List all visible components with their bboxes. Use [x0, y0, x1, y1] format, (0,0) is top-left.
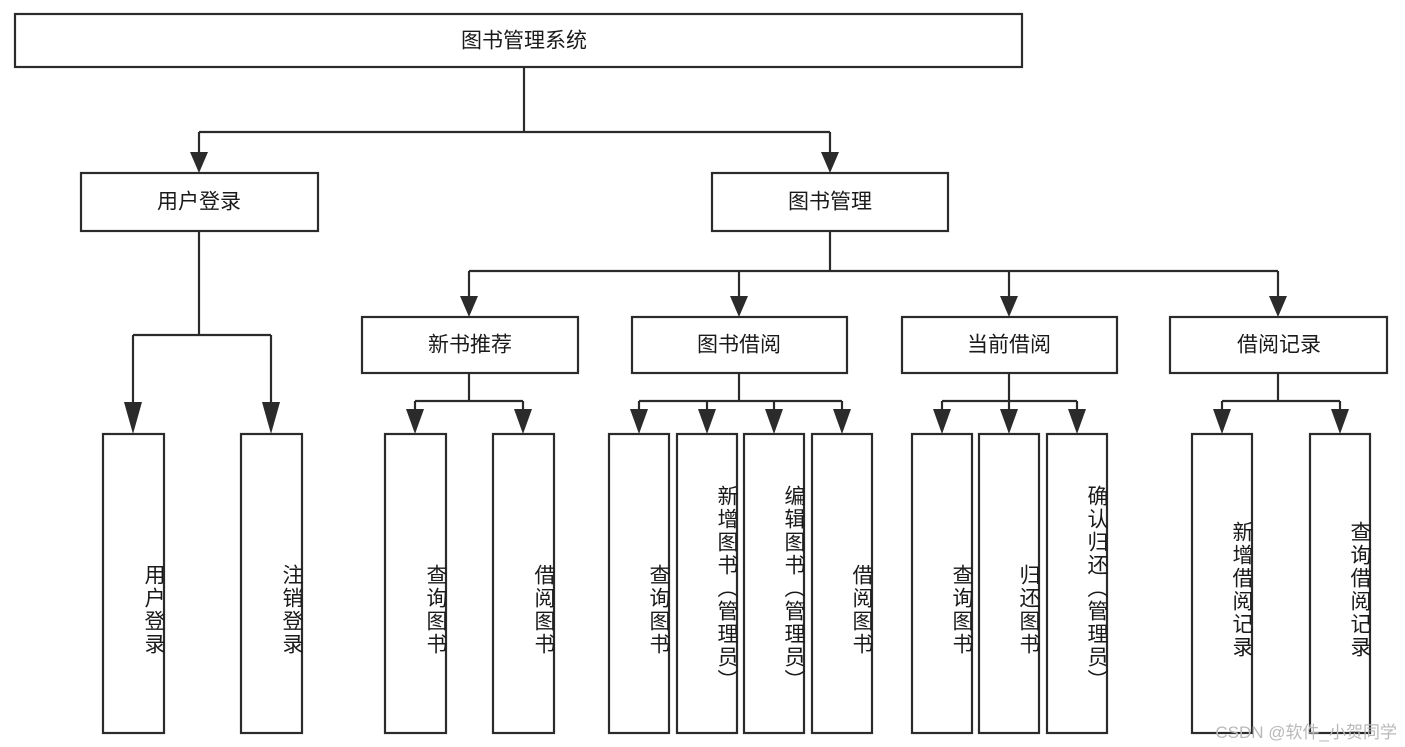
- leaf-box-query-record[interactable]: [1308, 432, 1372, 735]
- leaf-box-add-book[interactable]: [675, 432, 739, 735]
- node-book-management-label: 图书管理: [788, 191, 872, 214]
- node-root[interactable]: 图书管理系统: [13, 12, 1024, 69]
- leaf-box-confirm-return[interactable]: [1045, 432, 1109, 735]
- arrowhead-leaf-edit-book: [765, 409, 783, 434]
- node-book-borrow-box[interactable]: [630, 315, 849, 375]
- leaf-box-add-record[interactable]: [1190, 432, 1254, 735]
- node-book-management[interactable]: 图书管理: [710, 171, 950, 233]
- node-root-label: 图书管理系统: [461, 30, 587, 53]
- leaf-box-borrow-book-2[interactable]: [810, 432, 874, 735]
- leaf-box-borrow-book-1[interactable]: [491, 432, 556, 735]
- arrowhead-record: [1269, 296, 1287, 317]
- leaf-box-edit-book[interactable]: [742, 432, 806, 735]
- arrowhead-user-login: [190, 152, 208, 173]
- node-current-borrow-label: 当前借阅: [967, 334, 1051, 357]
- leaf-box-logout[interactable]: [239, 432, 304, 735]
- node-book-borrow-label: 图书借阅: [697, 334, 781, 357]
- arrowhead-newbook: [460, 296, 478, 317]
- watermark-text: CSDN @软件_小贺同学: [1215, 723, 1397, 742]
- arrowhead-leaf-logout: [262, 402, 280, 434]
- node-book-management-box[interactable]: [710, 171, 950, 233]
- arrowhead-leaf-add-book: [698, 409, 716, 434]
- arrowhead-leaf-user-login: [124, 402, 142, 434]
- arrowhead-leaf-borrow-book-2: [833, 409, 851, 434]
- leaf-box-query-book-1[interactable]: [383, 432, 448, 735]
- connectors-userlogin-to-leaves: [124, 231, 280, 434]
- arrowhead-borrow: [730, 296, 748, 317]
- arrowhead-current: [1000, 296, 1018, 317]
- leaf-box-return-book[interactable]: [977, 432, 1041, 735]
- node-current-borrow[interactable]: 当前借阅: [900, 315, 1119, 375]
- node-user-login[interactable]: 用户登录: [79, 171, 320, 233]
- leaf-box-user-login[interactable]: [101, 432, 166, 735]
- node-new-book-recommend[interactable]: 新书推荐: [360, 315, 580, 375]
- leaf-boxes: [101, 432, 1372, 735]
- arrowhead-leaf-query-record: [1331, 409, 1349, 434]
- connectors-current-to-leaves: [933, 373, 1086, 434]
- node-root-box[interactable]: [13, 12, 1024, 69]
- connectors-newbook-to-leaves: [406, 373, 532, 434]
- node-book-borrow[interactable]: 图书借阅: [630, 315, 849, 375]
- arrowhead-leaf-add-record: [1213, 409, 1231, 434]
- node-new-book-recommend-box[interactable]: [360, 315, 580, 375]
- node-current-borrow-box[interactable]: [900, 315, 1119, 375]
- arrowhead-leaf-confirm-return: [1068, 409, 1086, 434]
- connectors-borrow-to-leaves: [630, 373, 851, 434]
- arrowhead-leaf-borrow-book-1: [514, 409, 532, 434]
- node-new-book-recommend-label: 新书推荐: [428, 334, 512, 357]
- arrowhead-book-mgmt: [821, 152, 839, 173]
- leaf-box-query-book-3[interactable]: [910, 432, 974, 735]
- connectors-record-to-leaves: [1213, 373, 1349, 434]
- arrowhead-leaf-query-book-3: [933, 409, 951, 434]
- node-user-login-label: 用户登录: [157, 191, 241, 214]
- node-user-login-box[interactable]: [79, 171, 320, 233]
- arrowhead-leaf-query-book-2: [630, 409, 648, 434]
- leaf-box-query-book-2[interactable]: [607, 432, 671, 735]
- node-borrow-record[interactable]: 借阅记录: [1168, 315, 1389, 375]
- node-borrow-record-box[interactable]: [1168, 315, 1389, 375]
- connectors-book-mgmt-to-level3: [460, 231, 1287, 317]
- arrowhead-leaf-query-book-1: [406, 409, 424, 434]
- node-borrow-record-label: 借阅记录: [1237, 334, 1321, 357]
- arrowhead-leaf-return-book: [1000, 409, 1018, 434]
- connectors-root-to-level2: [190, 67, 839, 173]
